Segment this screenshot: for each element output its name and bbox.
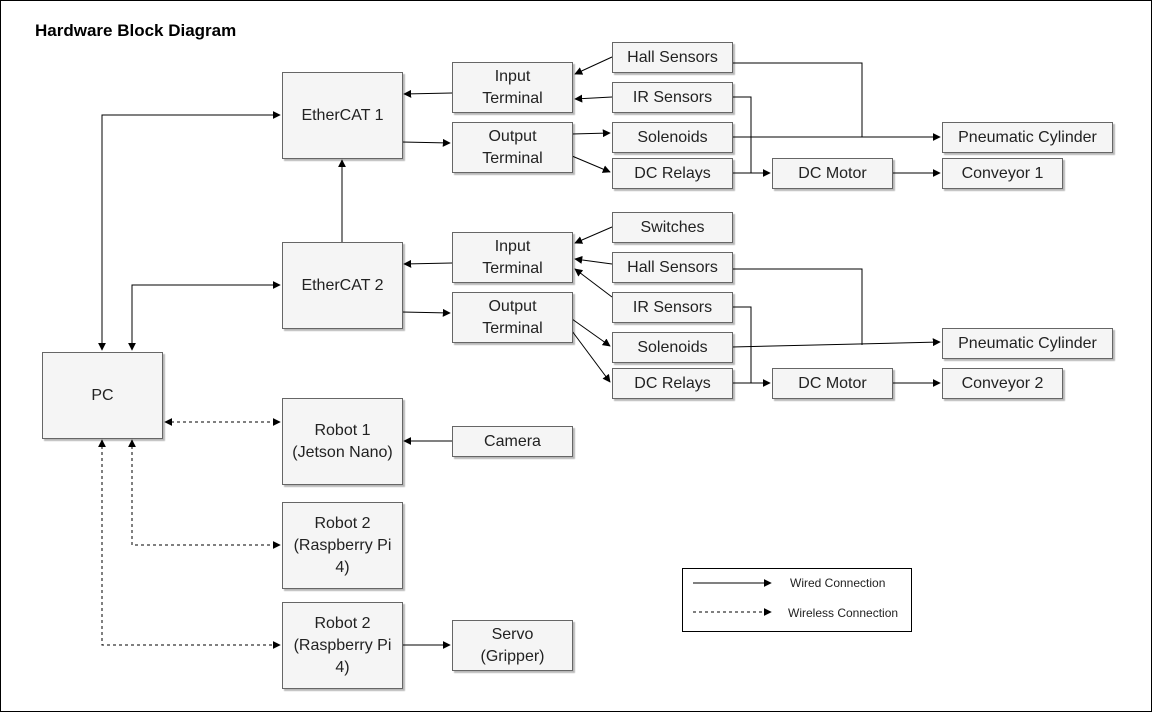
solenoids-1-label: Solenoids	[637, 128, 708, 146]
dc-relays-1-label: DC Relays	[634, 164, 711, 182]
servo-gripper-block: Servo (Gripper)	[452, 620, 573, 671]
ethercat-1-label: EtherCAT 1	[301, 106, 384, 124]
arrow-input2-to-ethercat2	[403, 259, 453, 268]
output-terminal-1-block: Output Terminal	[452, 122, 573, 173]
arrow-ir2-to-input2	[574, 268, 613, 298]
pneumatic-cylinder-1-block: Pneumatic Cylinder	[942, 122, 1113, 153]
legend-lines	[693, 579, 772, 616]
arrow-output1-to-solenoids1	[571, 129, 611, 138]
hall-sensors-2-label: Hall Sensors	[627, 258, 718, 276]
input-terminal-2-label: Input Terminal	[482, 237, 543, 277]
diagram-title: Hardware Block Diagram	[35, 21, 237, 40]
conveyor-1-block: Conveyor 1	[942, 158, 1063, 189]
arrow-input1-to-ethercat1	[403, 89, 453, 98]
arrow-ir1-to-input1	[574, 94, 613, 103]
wireless-pc-robot2a	[128, 439, 281, 549]
pneumatic-cylinder-2-label: Pneumatic Cylinder	[958, 334, 1097, 352]
robot-2-gripper-controller-label: Robot 2 (Raspberry Pi 4)	[293, 614, 392, 676]
camera-label: Camera	[484, 432, 541, 450]
servo-gripper-label: Servo (Gripper)	[480, 625, 545, 665]
dc-relays-2-label: DC Relays	[634, 374, 711, 392]
hall-sensors-1-block: Hall Sensors	[612, 42, 733, 73]
ir-sensors-2-block: IR Sensors	[612, 292, 733, 323]
ethercat-2-block: EtherCAT 2	[282, 242, 403, 329]
hall-sensors-2-block: Hall Sensors	[612, 252, 733, 283]
camera-block: Camera	[452, 426, 573, 457]
legend-wired-label: Wired Connection	[790, 576, 886, 590]
robot-2-raspberry-pi-block: Robot 2 (Raspberry Pi 4)	[282, 502, 403, 589]
dc-motor-2-block: DC Motor	[772, 368, 893, 399]
input-terminal-1-block: Input Terminal	[452, 62, 573, 113]
input-terminal-2-block: Input Terminal	[452, 232, 573, 283]
wireless-pc-robot2b	[98, 439, 281, 649]
legend: Wired Connection Wireless Connection	[682, 568, 912, 632]
solenoids-2-block: Solenoids	[612, 332, 733, 363]
pc-block: PC	[42, 352, 163, 439]
arrow-output2-to-solenoids2	[571, 318, 611, 347]
ir-sensors-1-block: IR Sensors	[612, 82, 733, 113]
arrow-solenoids2-to-pneumatic2	[731, 338, 941, 348]
arrow-hall2-to-input2	[574, 256, 613, 265]
pc-label: PC	[91, 386, 114, 404]
line-ir1-to-relays1	[732, 96, 752, 173]
robot-2-raspberry-pi-label: Robot 2 (Raspberry Pi 4)	[293, 514, 392, 576]
solenoids-1-block: Solenoids	[612, 122, 733, 153]
arrow-output2-to-relays2	[571, 330, 611, 383]
conveyor-2-label: Conveyor 2	[961, 374, 1044, 392]
ir-sensors-1-label: IR Sensors	[632, 88, 713, 106]
output-terminal-2-label: Output Terminal	[482, 297, 543, 337]
pneumatic-cylinder-1-label: Pneumatic Cylinder	[958, 128, 1097, 146]
ethercat-2-label: EtherCAT 2	[301, 276, 384, 294]
conveyor-2-block: Conveyor 2	[942, 368, 1063, 399]
dc-relays-2-block: DC Relays	[612, 368, 733, 399]
robot-2-gripper-controller-block: Robot 2 (Raspberry Pi 4)	[282, 602, 403, 689]
pneumatic-cylinder-2-block: Pneumatic Cylinder	[942, 328, 1113, 359]
dc-motor-1-block: DC Motor	[772, 158, 893, 189]
dc-motor-1-label: DC Motor	[798, 164, 867, 182]
output-terminal-2-block: Output Terminal	[452, 292, 573, 343]
arrow-pc-ethercat2	[128, 281, 281, 351]
robot-1-label: Robot 1 (Jetson Nano)	[292, 421, 393, 461]
arrow-output1-to-relays1	[571, 155, 611, 173]
ir-sensors-2-label: IR Sensors	[632, 298, 713, 316]
arrow-hall1-to-input1	[574, 56, 613, 75]
ethercat-1-block: EtherCAT 1	[282, 72, 403, 159]
dc-motor-2-label: DC Motor	[798, 374, 867, 392]
dc-relays-1-block: DC Relays	[612, 158, 733, 189]
arrow-switches-to-input2	[574, 226, 613, 244]
switches-label: Switches	[640, 218, 705, 236]
arrow-pc-ethercat1	[98, 111, 281, 351]
arrow-ethercat2-to-output2	[401, 308, 451, 317]
legend-wireless-label: Wireless Connection	[788, 606, 899, 620]
line-hall1-to-pneumatic1	[732, 62, 863, 137]
line-ir2-to-relays2	[732, 306, 752, 383]
hall-sensors-1-label: Hall Sensors	[627, 48, 718, 66]
line-hall2-to-pneumatic2	[732, 268, 863, 345]
robot-1-block: Robot 1 (Jetson Nano)	[282, 398, 403, 485]
input-terminal-1-label: Input Terminal	[482, 67, 543, 107]
output-terminal-1-label: Output Terminal	[482, 127, 543, 167]
arrow-ethercat1-to-output1	[401, 138, 451, 147]
conveyor-1-label: Conveyor 1	[961, 164, 1044, 182]
switches-block: Switches	[612, 212, 733, 243]
solenoids-2-label: Solenoids	[637, 338, 708, 356]
